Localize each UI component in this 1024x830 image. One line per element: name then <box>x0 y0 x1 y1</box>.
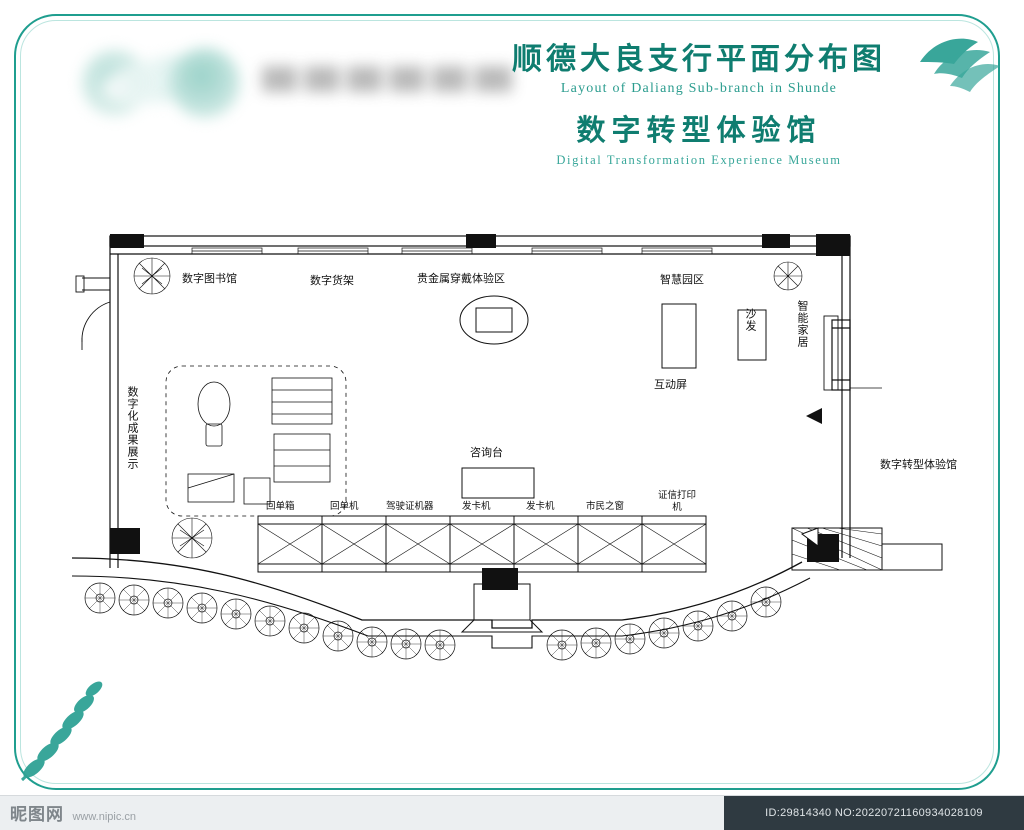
label-interactive-screen: 互动屏 <box>654 378 687 391</box>
leaf-ornament-icon <box>920 38 1000 92</box>
floorplan-drawing <box>71 234 943 661</box>
decorative-frame-inner <box>20 20 994 784</box>
watermark: 昵图网 www.nipic.cn <box>10 800 136 825</box>
label-digital-library: 数字图书馆 <box>182 272 237 285</box>
label-entrance-sign: 数字转型体验馆 <box>880 458 957 471</box>
label-smart-home: 智能家居 <box>796 300 809 348</box>
logo-wordmark <box>262 66 512 92</box>
page-title-block: 顺德大良支行平面分布图 Layout of Daliang Sub-branch… <box>469 42 929 168</box>
label-machine-0: 回单箱 <box>266 501 295 512</box>
page-title: 顺德大良支行平面分布图 <box>512 42 886 77</box>
label-sofa: 沙发 <box>744 308 757 332</box>
page-title-en: Layout of Daliang Sub-branch in Shunde <box>560 81 838 96</box>
label-precious-metal: 贵金属穿戴体验区 <box>417 272 505 285</box>
label-digital-results: 数字化成果展示 <box>126 386 139 470</box>
label-machine-4: 发卡机 <box>526 501 555 512</box>
label-digital-shelf: 数字货架 <box>310 274 354 287</box>
label-machine-3: 发卡机 <box>462 501 491 512</box>
wheat-ornament-icon <box>20 681 103 782</box>
decorative-frame-outer <box>14 14 1000 790</box>
label-machine-2: 驾驶证机器 <box>386 501 434 512</box>
label-machine-6: 证信打印机 <box>657 490 696 513</box>
logo-disc-right <box>170 48 240 118</box>
watermark-url: www.nipic.cn <box>72 811 137 823</box>
page-subtitle: 数字转型体验馆 <box>576 113 822 147</box>
footer-bar: 昵图网 www.nipic.cn ID:29814340 NO:20220721… <box>0 795 1024 830</box>
image-id-badge: ID:29814340 NO:20220721160934028109 <box>724 796 1024 830</box>
label-consult-desk: 咨询台 <box>470 446 503 459</box>
label-smart-park: 智慧园区 <box>660 273 704 286</box>
page-subtitle-en: Digital Transformation Experience Museum <box>556 153 842 167</box>
label-machine-5: 市民之窗 <box>586 501 625 512</box>
floorplan: 数字图书馆 数字货架 贵金属穿戴体验区 智慧园区 互动屏 沙发 智能家居 数字化… <box>62 228 962 688</box>
bank-logo-blurred <box>62 40 532 128</box>
label-machine-1: 回单机 <box>330 501 359 512</box>
watermark-name: 昵图网 <box>10 805 64 824</box>
